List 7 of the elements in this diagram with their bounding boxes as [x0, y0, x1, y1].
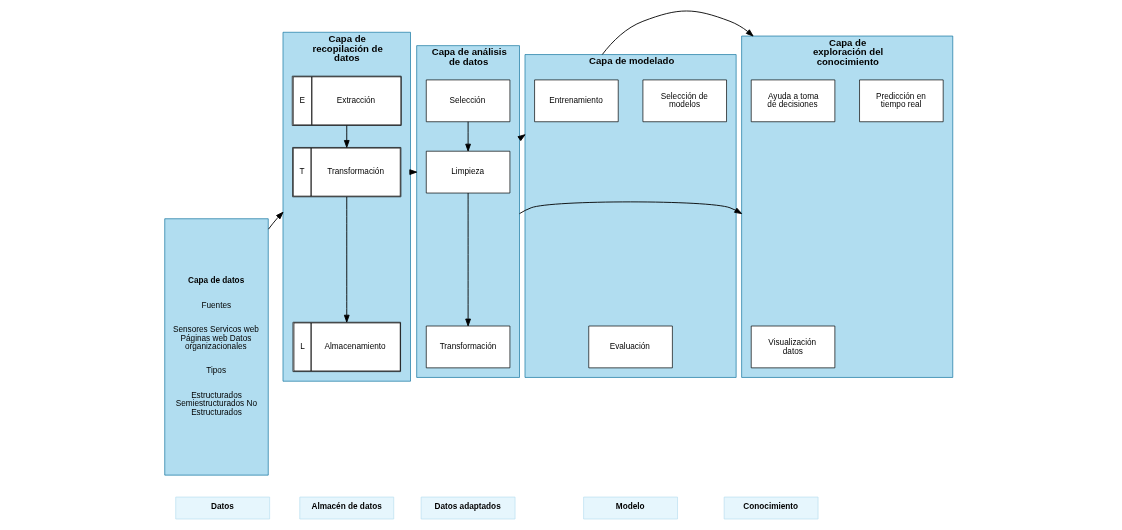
- arrow: [343, 125, 350, 148]
- arrow: [343, 196, 350, 323]
- arrow: [464, 192, 471, 327]
- arrow: [601, 10, 753, 55]
- arrow: [518, 201, 742, 215]
- arrow: [464, 121, 471, 152]
- arrow: [267, 211, 283, 230]
